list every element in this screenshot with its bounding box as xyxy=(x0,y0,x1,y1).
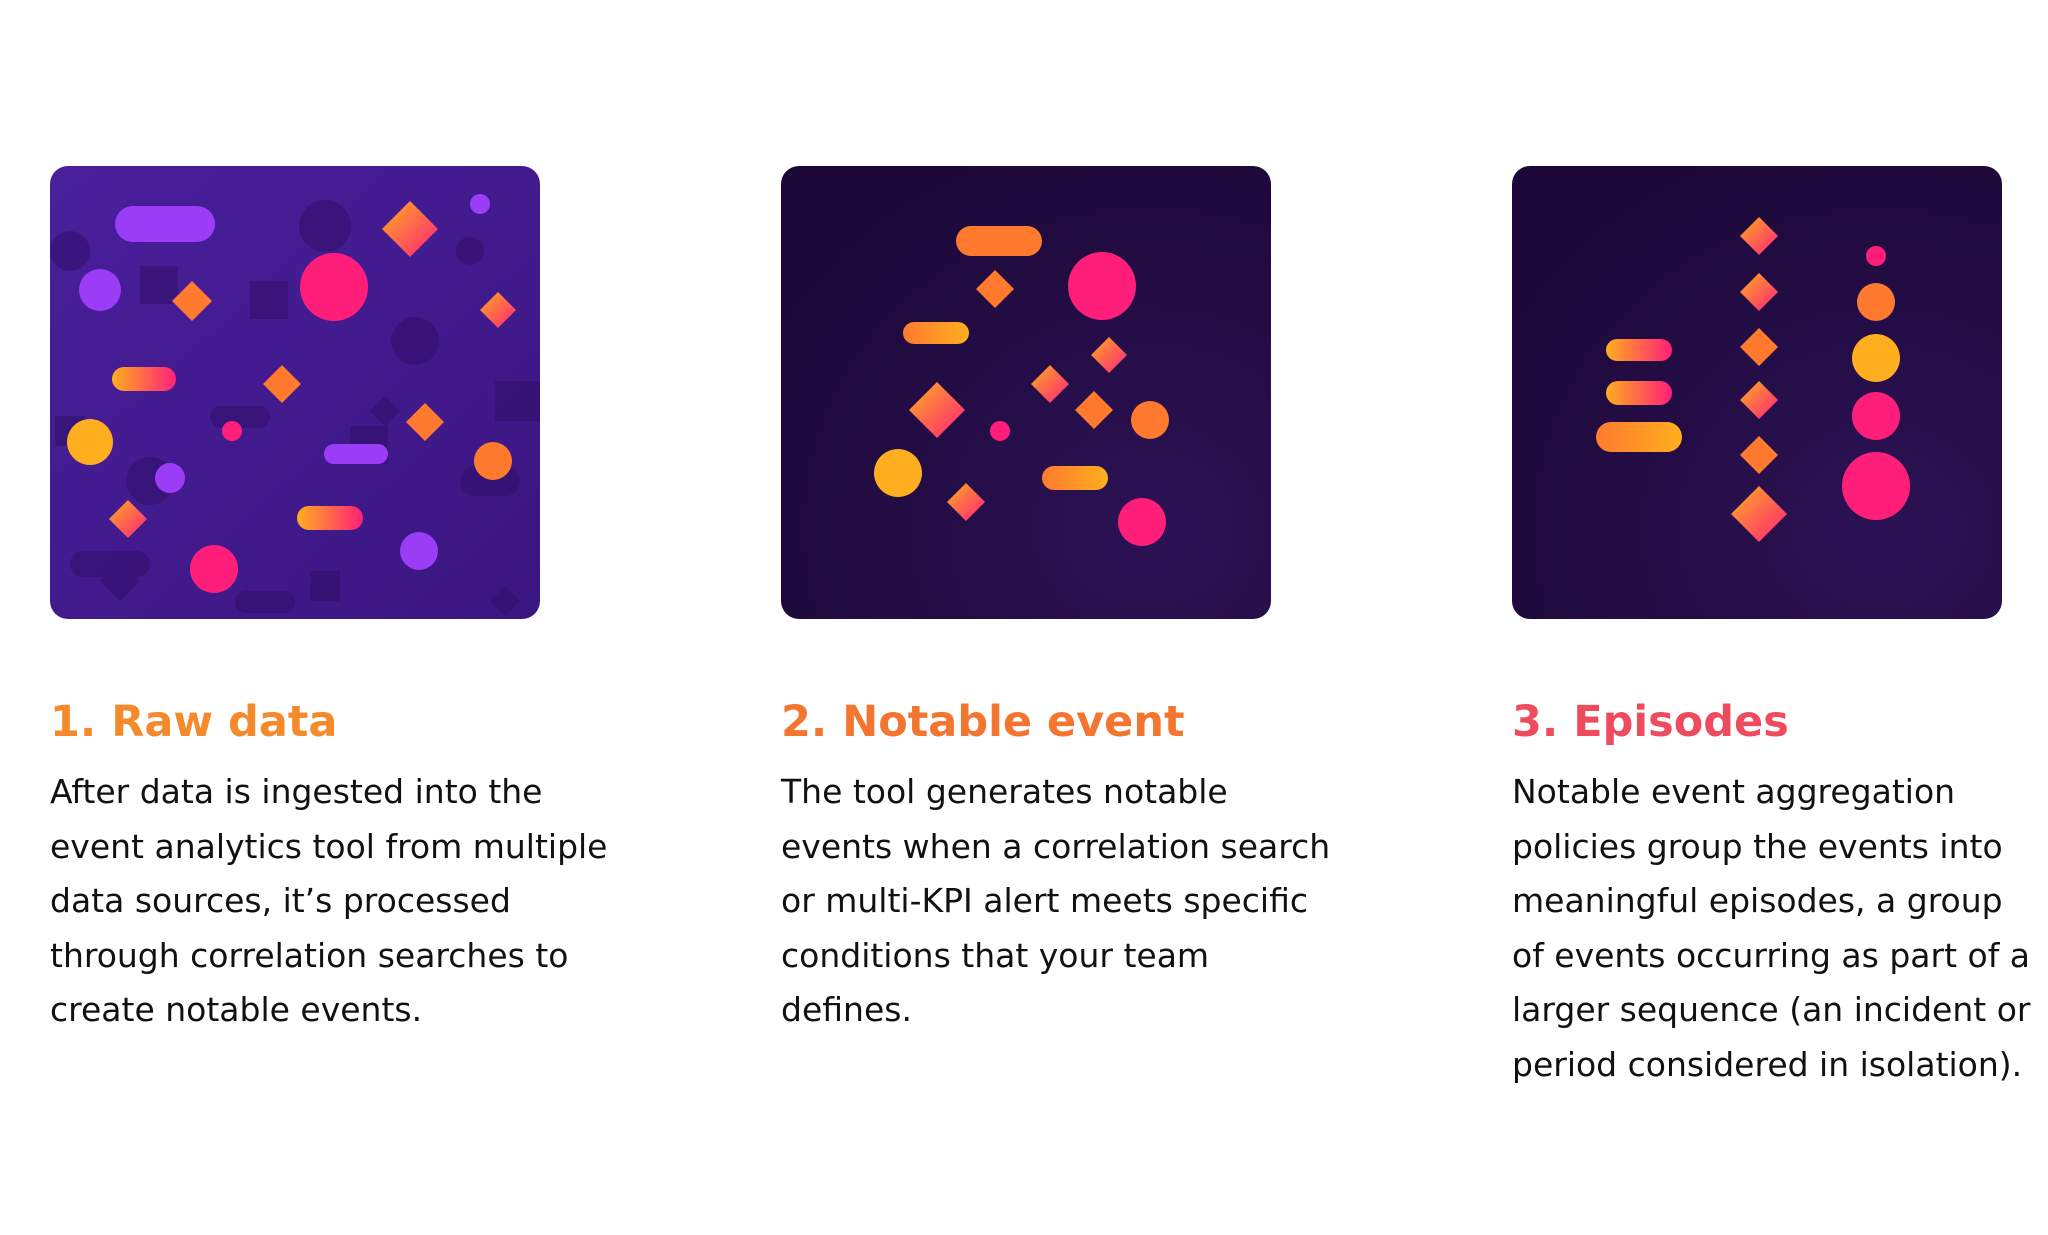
step-title-raw-data: 1. Raw data xyxy=(50,697,338,747)
description-line: defines. xyxy=(781,990,912,1029)
description-line: conditions that your team xyxy=(781,935,1210,975)
description-line: period considered in isolation). xyxy=(1512,1044,2023,1084)
description-line: After data is ingested into the xyxy=(50,772,543,811)
description-line: create notable events. xyxy=(50,990,423,1029)
step-title-notable-event: 2. Notable event xyxy=(781,697,1185,747)
notable-event-shapes-graphic xyxy=(781,166,1271,619)
description-line: The tool generates notable xyxy=(781,772,1228,811)
episodes-shapes-graphic xyxy=(1512,166,2002,619)
step-description-episodes: Notable event aggregation policies group… xyxy=(1512,765,2048,1092)
step-raw-data: 1. Raw data After data is ingested into … xyxy=(50,0,650,1235)
step-title-episodes: 3. Episodes xyxy=(1512,697,1789,747)
description-line: policies group the events into xyxy=(1512,826,2003,866)
description-line: meaningful episodes, a group xyxy=(1512,881,2003,920)
notable-event-illustration xyxy=(781,166,1271,619)
description-line: Notable event aggregation xyxy=(1512,772,1956,811)
step-description-notable-event: The tool generates notable events when a… xyxy=(781,765,1341,1038)
description-line: data sources, it’s processed xyxy=(50,881,511,920)
step-notable-event: 2. Notable event The tool generates nota… xyxy=(781,0,1381,1235)
step-description-raw-data: After data is ingested into the event an… xyxy=(50,765,610,1038)
description-line: or multi-KPI alert meets specific xyxy=(781,881,1309,920)
raw-data-illustration xyxy=(50,166,540,619)
episodes-illustration xyxy=(1512,166,2002,619)
raw-data-shapes-graphic xyxy=(50,166,540,619)
step-episodes: 3. Episodes Notable event aggregation po… xyxy=(1512,0,2048,1235)
description-line: through correlation searches to xyxy=(50,935,569,975)
description-line: larger sequence (an incident or xyxy=(1512,990,2031,1029)
description-line: event analytics tool from multiple xyxy=(50,826,608,866)
description-line: of events occurring as part of a xyxy=(1512,935,2031,975)
description-line: events when a correlation search xyxy=(781,826,1331,866)
